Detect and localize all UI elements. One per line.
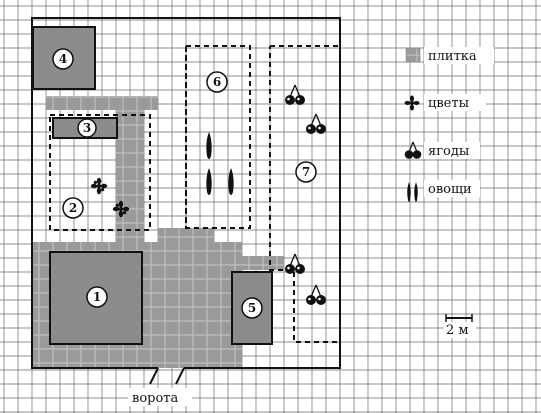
marker-7: 7 [295,161,317,183]
flowers-icons [90,177,130,218]
marker-1: 1 [86,286,108,308]
legend-berries-label: ягоды [428,144,469,159]
area-2-flowerbed [49,114,151,231]
plot-boundary [31,17,341,369]
legend: плитка цветы ягоды овощи [404,47,494,202]
marker-2: 2 [62,197,84,219]
svg-text:5: 5 [248,301,256,315]
marker-6: 6 [206,71,228,93]
legend-vegetables-icon [407,182,418,202]
svg-text:2: 2 [69,201,77,215]
berries-icons [285,84,326,305]
marker-3: 3 [77,118,97,138]
svg-text:6: 6 [213,75,221,89]
buildings [32,26,273,345]
number-markers: 1 2 3 4 5 6 7 [52,48,317,319]
dashed-areas [49,45,341,343]
gate-label: ворота [132,391,178,406]
legend-vegetables-label: овощи [428,182,472,197]
legend-flowers-icon [404,95,420,111]
gate: ворота [128,367,192,406]
svg-text:3: 3 [83,121,91,135]
scale-bar: 2 м [444,314,476,338]
svg-text:7: 7 [302,165,310,179]
marker-5: 5 [241,297,263,319]
legend-berries-icon [404,141,422,159]
svg-text:4: 4 [59,52,67,66]
area-7-orchard [269,45,341,343]
svg-text:1: 1 [93,290,101,304]
legend-flowers-label: цветы [428,96,469,111]
vegetables-icons [206,132,234,195]
scale-label: 2 м [446,323,469,338]
marker-4: 4 [52,48,74,70]
legend-tile-label: плитка [428,49,477,64]
legend-tile-swatch [405,47,421,63]
